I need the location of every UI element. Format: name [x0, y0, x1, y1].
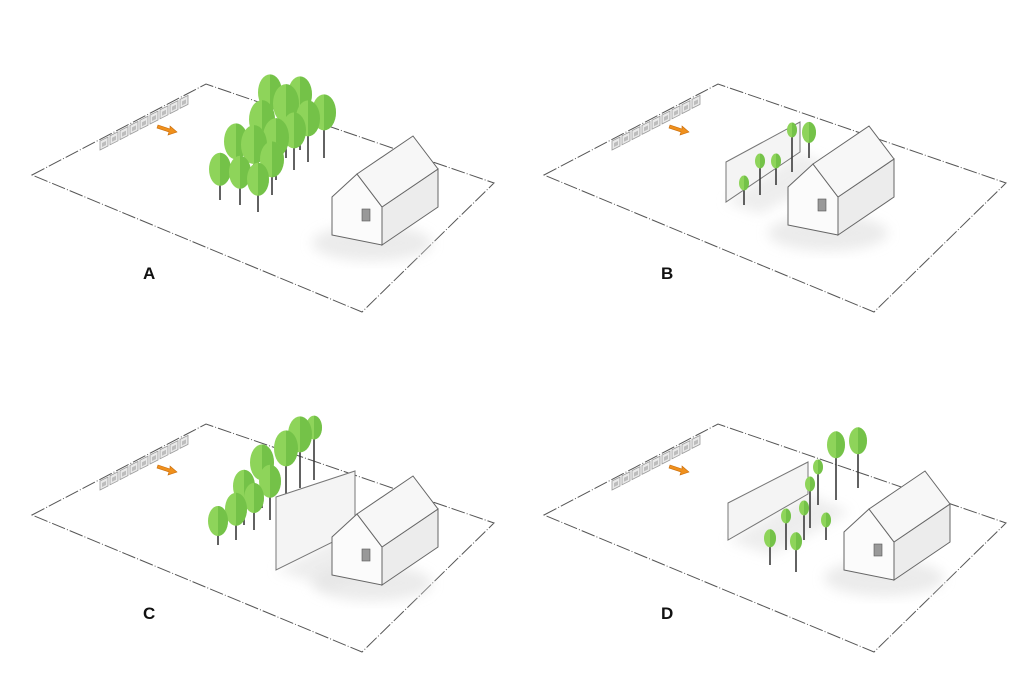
tree — [208, 506, 228, 545]
tree — [787, 122, 798, 172]
tree — [790, 532, 802, 572]
noise-barrier-wall — [727, 461, 850, 555]
house — [824, 470, 951, 596]
tree — [805, 476, 815, 528]
house — [312, 475, 439, 601]
tree — [244, 483, 264, 530]
tree — [274, 430, 298, 498]
tree — [225, 492, 247, 540]
tree — [247, 162, 269, 212]
panel-a — [30, 74, 495, 313]
tree — [802, 121, 817, 158]
house — [768, 125, 895, 251]
tree — [813, 459, 823, 505]
orange-arrow-icon — [668, 124, 690, 136]
orange-arrow-icon — [156, 124, 178, 136]
tree — [259, 464, 281, 520]
tree — [821, 512, 831, 540]
tree — [755, 153, 765, 195]
panel-label-c: C — [143, 604, 156, 623]
tree — [209, 152, 231, 200]
orange-arrow-icon — [156, 464, 178, 476]
tree — [771, 153, 781, 185]
tree — [799, 500, 809, 540]
orange-arrow-icon — [668, 464, 690, 476]
noise-source-icon — [611, 94, 701, 151]
tree — [827, 431, 846, 500]
panel-b — [542, 83, 1007, 313]
tree — [764, 529, 777, 565]
panel-d — [542, 423, 1007, 653]
panel-label-b: B — [661, 264, 674, 283]
panel-label-a: A — [143, 264, 156, 283]
tree — [781, 508, 791, 550]
tree — [296, 100, 320, 162]
noise-source-icon — [99, 434, 189, 491]
tree — [849, 427, 867, 488]
panel-c — [30, 415, 495, 653]
house — [312, 135, 439, 261]
noise-source-icon — [611, 434, 701, 491]
panel-label-d: D — [661, 604, 674, 623]
noise-source-icon — [99, 94, 189, 151]
tree — [739, 175, 749, 205]
